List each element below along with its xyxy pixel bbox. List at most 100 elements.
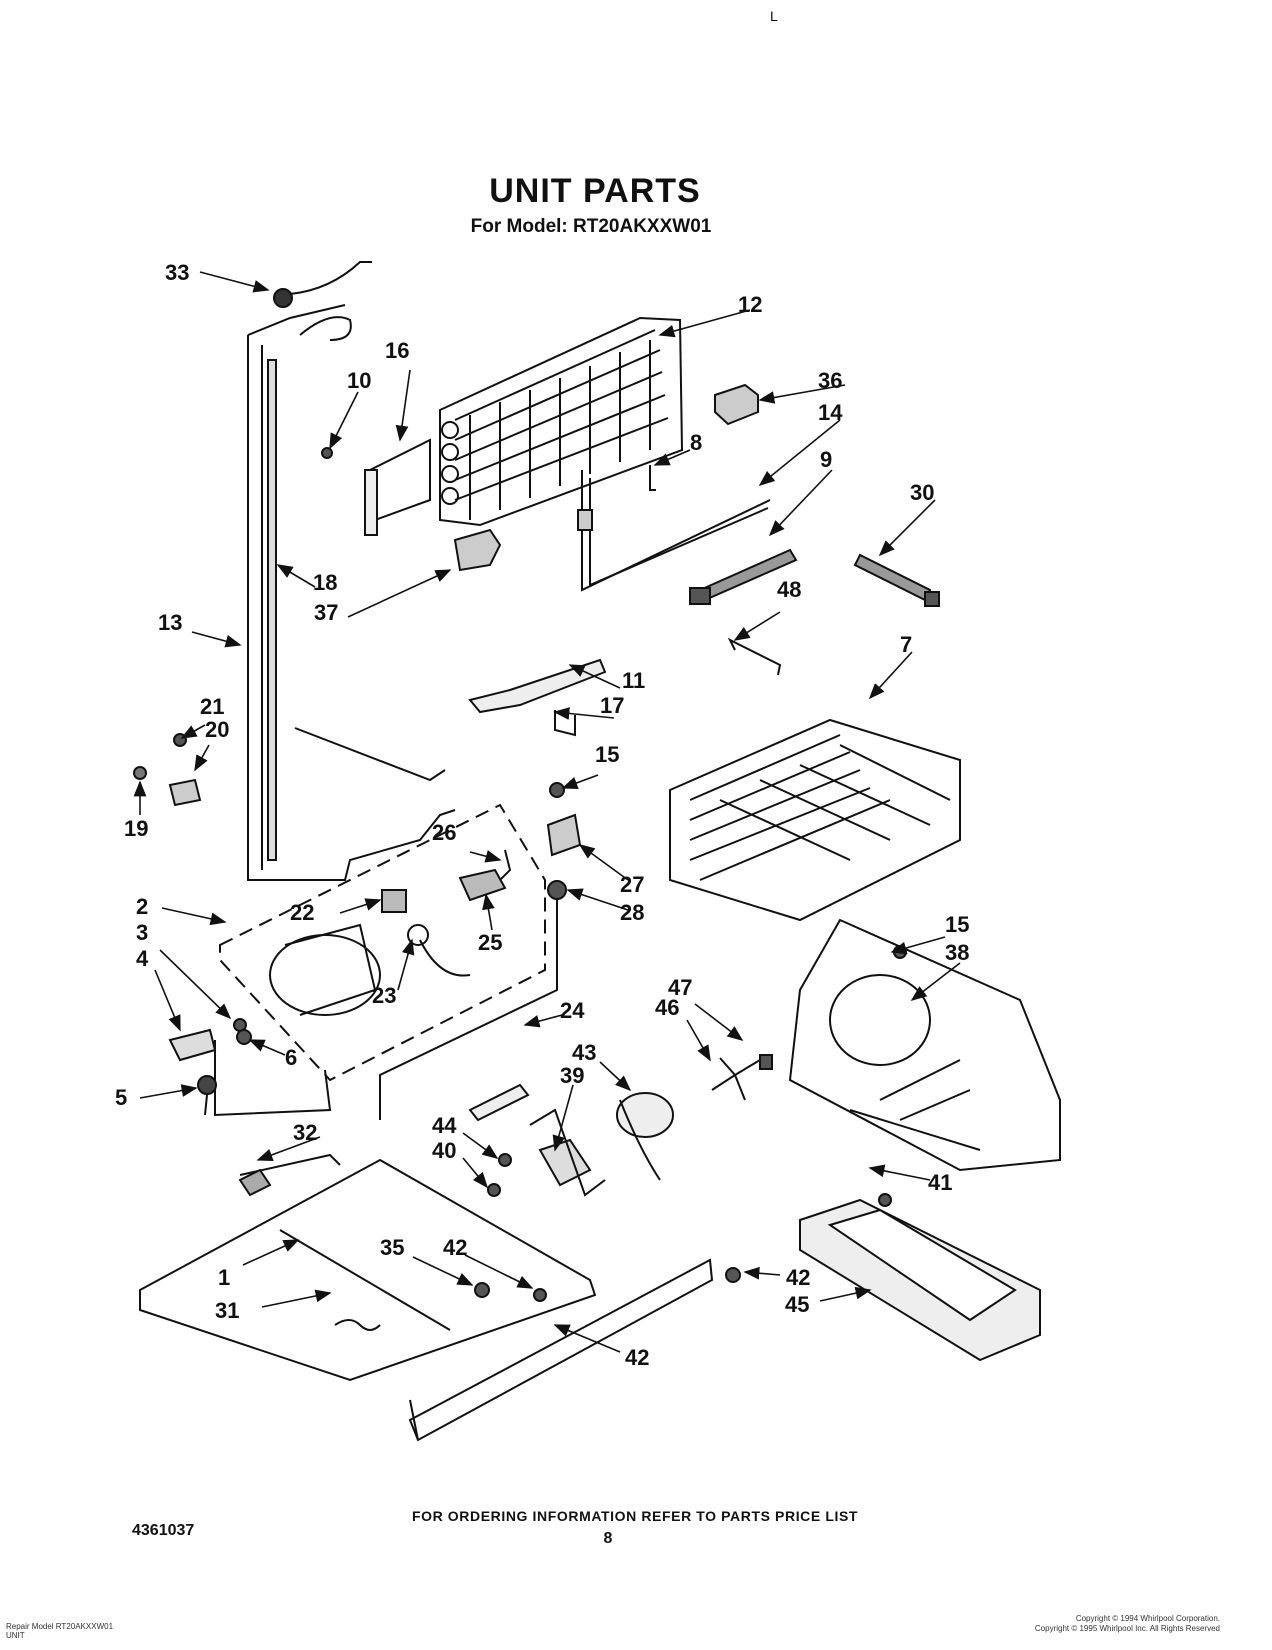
base-rail-1 bbox=[139, 1153, 597, 1382]
callout-25: 25 bbox=[478, 930, 502, 955]
callout-32: 32 bbox=[293, 1120, 317, 1145]
condenser-fan-motor bbox=[487, 1092, 674, 1197]
diagram-title: UNIT PARTS bbox=[489, 172, 701, 210]
model-subtitle: For Model: RT20AKXXW01 bbox=[470, 216, 712, 237]
callout-45: 46 bbox=[655, 995, 679, 1020]
clip-26 bbox=[499, 849, 512, 881]
callout-2: 2 bbox=[136, 894, 148, 919]
drain-pan-47 bbox=[799, 1198, 1041, 1362]
callout-20: 20 bbox=[205, 717, 229, 742]
callout-27: 27 bbox=[620, 872, 644, 897]
screw-6 bbox=[236, 1029, 252, 1045]
defrost-heater bbox=[577, 470, 771, 592]
clip-19-20-21 bbox=[133, 733, 202, 807]
callout-19: 19 bbox=[124, 816, 148, 841]
ordering-info: FOR ORDERING INFORMATION REFER TO PARTS … bbox=[411, 1508, 859, 1524]
callout-18: 18 bbox=[313, 570, 337, 595]
callout-9: 9 bbox=[820, 447, 832, 472]
callout-35: 42 bbox=[625, 1345, 649, 1370]
screw-36 bbox=[474, 1282, 490, 1298]
callout-13: 13 bbox=[158, 610, 182, 635]
callout-24: 24 bbox=[560, 998, 585, 1023]
callout-46: 47 bbox=[668, 975, 692, 1000]
callout-22: 22 bbox=[290, 900, 314, 925]
callout-7: 7 bbox=[900, 632, 912, 657]
callout-36: 35 bbox=[380, 1235, 404, 1260]
callout-26: 26 bbox=[432, 820, 456, 845]
callout-28: 28 bbox=[620, 900, 644, 925]
screw-37 bbox=[725, 1267, 741, 1283]
terminal-block-39 bbox=[453, 528, 502, 572]
callout-23: 23 bbox=[372, 983, 396, 1008]
callout-47: 45 bbox=[785, 1292, 809, 1317]
callout-42-fan: 40 bbox=[432, 1138, 456, 1163]
compressor bbox=[233, 923, 381, 1032]
callout-8: 8 bbox=[690, 430, 702, 455]
terminal-block-38 bbox=[714, 383, 759, 426]
callout-11: 11 bbox=[622, 668, 645, 693]
callout-38: 36 bbox=[818, 368, 842, 393]
heater-bracket bbox=[321, 438, 431, 536]
callout-44: 44 bbox=[432, 1113, 457, 1138]
clip-8 bbox=[649, 465, 656, 491]
clip-31 bbox=[334, 1319, 381, 1331]
section-note: UNIT bbox=[6, 1631, 25, 1640]
leader-arrows bbox=[133, 271, 961, 1353]
copyright-line-1: Copyright © 1994 Whirlpool Corporation. bbox=[1075, 1614, 1220, 1623]
callout-43: 43 bbox=[572, 1040, 596, 1065]
callout-42-base: 42 bbox=[443, 1235, 467, 1260]
callout-15-top: 15 bbox=[595, 742, 619, 767]
callout-3: 3 bbox=[136, 920, 148, 945]
callout-33: 33 bbox=[165, 260, 189, 285]
footer-model-note: Repair Model RT20AKXXW01 UNIT bbox=[6, 1622, 113, 1640]
compressor-assembly bbox=[219, 803, 546, 1082]
callout-labels: 33 12 16 10 36 14 8 9 30 18 37 48 13 7 1… bbox=[115, 260, 969, 1370]
copyright: Copyright © 1994 Whirlpool Corporation. … bbox=[1035, 1614, 1220, 1634]
relay-22 bbox=[381, 889, 407, 913]
start-relay-27 bbox=[379, 782, 582, 1120]
evaporator-coil bbox=[439, 316, 684, 527]
callout-5: 5 bbox=[115, 1085, 127, 1110]
grommet-5 bbox=[197, 1075, 217, 1095]
bracket-4 bbox=[168, 1028, 217, 1062]
compressor-leg bbox=[214, 1040, 332, 1117]
callout-14: 14 bbox=[818, 400, 843, 425]
heater-bar-9 bbox=[689, 548, 798, 605]
harness-23 bbox=[407, 924, 471, 977]
callout-39: 37 bbox=[314, 600, 338, 625]
callout-37: 42 bbox=[786, 1265, 810, 1290]
drain-hose bbox=[273, 261, 372, 341]
bracket-48 bbox=[727, 637, 782, 676]
callout-6: 6 bbox=[285, 1045, 297, 1070]
overload-25 bbox=[458, 868, 507, 902]
condenser-tube bbox=[247, 304, 456, 881]
copyright-line-2: Copyright © 1995 Whirlpool Inc. All Righ… bbox=[1034, 1624, 1220, 1633]
callout-10: 10 bbox=[347, 368, 371, 393]
callout-40: 38 bbox=[945, 940, 969, 965]
condenser-coil bbox=[669, 718, 961, 922]
callout-21: 21 bbox=[200, 694, 224, 719]
callout-1: 1 bbox=[218, 1265, 230, 1290]
callout-31: 31 bbox=[215, 1298, 239, 1323]
callout-41: 39 bbox=[560, 1063, 584, 1088]
callout-12: 12 bbox=[738, 292, 762, 317]
model-note: Repair Model RT20AKXXW01 bbox=[6, 1622, 114, 1631]
screw-42-base bbox=[533, 1288, 547, 1302]
callout-42-shroud: 41 bbox=[928, 1170, 952, 1195]
callout-15-shroud: 15 bbox=[945, 912, 969, 937]
fan-blade bbox=[711, 1054, 773, 1101]
callout-17: 17 bbox=[600, 693, 624, 718]
capillary-24 bbox=[468, 1083, 530, 1122]
callout-30: 30 bbox=[910, 480, 934, 505]
clip-32 bbox=[238, 1168, 272, 1197]
corner-mark: L bbox=[770, 8, 778, 24]
bar-30 bbox=[853, 553, 940, 607]
callout-48: 48 bbox=[777, 577, 801, 602]
base-rail-35 bbox=[408, 1258, 714, 1442]
fan-shroud-40 bbox=[788, 918, 1061, 1207]
document-number: 4361037 bbox=[132, 1522, 195, 1539]
page-number: 8 bbox=[603, 1530, 613, 1547]
callout-4: 4 bbox=[136, 946, 149, 971]
callout-16: 16 bbox=[385, 338, 409, 363]
